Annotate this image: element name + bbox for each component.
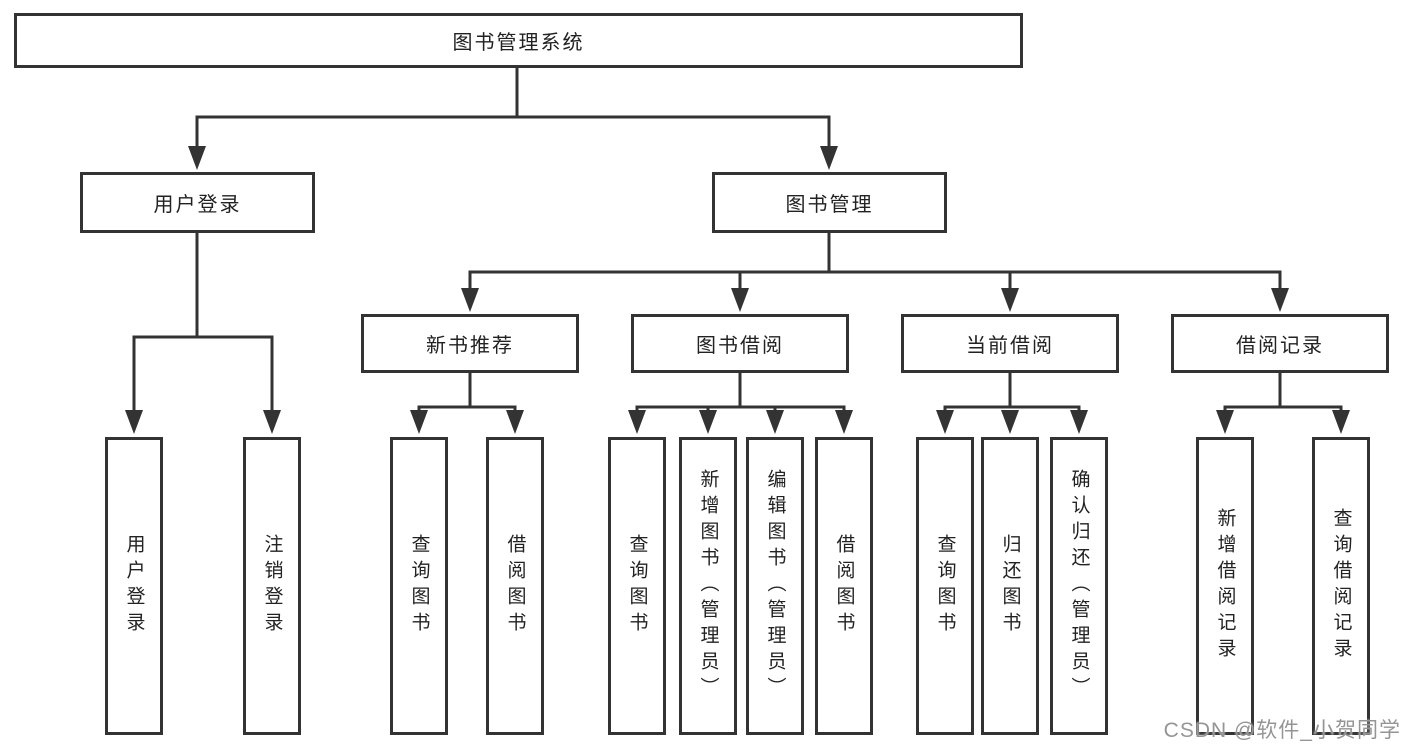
node-user-login-label: 用户登录 [153, 194, 242, 216]
node-book-management-label: 图书管理 [785, 194, 874, 216]
leaf-logout-label: 注销登录 [261, 534, 283, 638]
leaf-recommend-borrow-books: 借阅图书 [486, 437, 544, 735]
leaf-edit-book-admin: 编辑图书（管理员） [746, 437, 804, 735]
leaf-borrow-query-books-label: 查询图书 [626, 534, 648, 638]
leaf-current-query-books-label: 查询图书 [934, 534, 956, 638]
leaf-recommend-borrow-books-label: 借阅图书 [504, 534, 526, 638]
leaf-recommend-query-books-label: 查询图书 [408, 534, 430, 638]
leaf-confirm-return-admin: 确认归还（管理员） [1050, 437, 1108, 735]
node-library-system: 图书管理系统 [14, 13, 1023, 68]
leaf-logout: 注销登录 [243, 437, 301, 735]
node-borrowing-records-label: 借阅记录 [1236, 335, 1324, 357]
leaf-query-borrow-record-label: 查询借阅记录 [1330, 508, 1352, 664]
leaf-query-borrow-record: 查询借阅记录 [1312, 437, 1370, 735]
leaf-confirm-return-admin-label: 确认归还（管理员） [1068, 469, 1090, 703]
leaf-add-book-admin-label: 新增图书（管理员） [697, 469, 719, 703]
leaf-user-login: 用户登录 [105, 437, 163, 735]
node-current-borrowing: 当前借阅 [901, 314, 1119, 373]
node-book-management: 图书管理 [712, 172, 947, 233]
node-current-borrowing-label: 当前借阅 [966, 335, 1054, 357]
leaf-return-books-label: 归还图书 [999, 534, 1021, 638]
leaf-return-books: 归还图书 [981, 437, 1039, 735]
node-user-login: 用户登录 [80, 172, 315, 233]
leaf-add-borrow-record: 新增借阅记录 [1196, 437, 1254, 735]
leaf-borrow-query-books: 查询图书 [608, 437, 666, 735]
node-new-book-recommend: 新书推荐 [361, 314, 579, 373]
leaf-add-book-admin: 新增图书（管理员） [679, 437, 737, 735]
node-borrowing-records: 借阅记录 [1171, 314, 1389, 373]
leaf-current-query-books: 查询图书 [916, 437, 974, 735]
node-book-borrowing: 图书借阅 [631, 314, 849, 373]
node-book-borrowing-label: 图书借阅 [696, 335, 784, 357]
leaf-add-borrow-record-label: 新增借阅记录 [1214, 508, 1236, 664]
leaf-borrow-books-label: 借阅图书 [833, 534, 855, 638]
leaf-edit-book-admin-label: 编辑图书（管理员） [764, 469, 786, 703]
watermark: CSDN @软件_小贺同学 [1163, 719, 1401, 742]
leaf-recommend-query-books: 查询图书 [390, 437, 448, 735]
node-new-book-recommend-label: 新书推荐 [426, 335, 514, 357]
node-library-system-label: 图书管理系统 [452, 32, 585, 54]
leaf-user-login-label: 用户登录 [123, 534, 145, 638]
leaf-borrow-books: 借阅图书 [815, 437, 873, 735]
